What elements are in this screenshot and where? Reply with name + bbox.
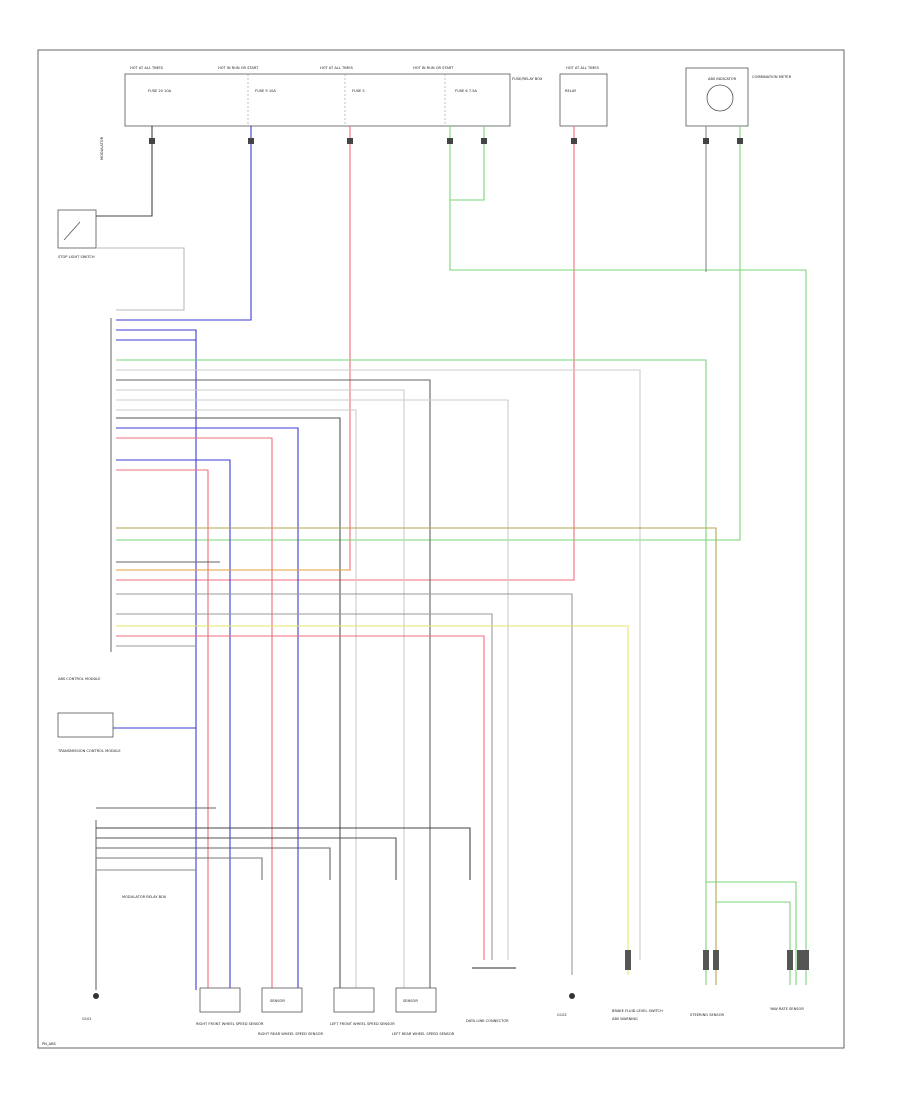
wire-row-gray2 [116,593,573,975]
label-steering-sensor: STEERING SENSOR [690,1013,725,1017]
wire-row-gray3 [116,613,493,960]
label-hot-all-times-2: HOT AT ALL TIMES [320,66,354,70]
wire-relay-2 [96,827,471,880]
wire-row-red4 [116,635,485,960]
sensor-right-rear [261,987,303,1013]
wire-row-blue3 [116,427,299,990]
wire-green-fuse6 [449,126,807,985]
label-fuse-box: FUSE/RELAY BOX [512,77,543,81]
diagram-frame [37,49,845,1049]
label-relay-box: MODULATOR RELAY BOX [122,895,167,899]
wire-green-link2 [716,901,791,985]
label-stop-light-switch: STOP LIGHT SWITCH [58,255,95,259]
wire-harness [95,126,807,990]
label-g101: G101 [82,1017,92,1021]
wire-red-relay [116,126,575,581]
wire-relay-4 [96,847,331,880]
wire-row-7 [116,417,341,990]
wire-gray-fuse20 [96,126,153,217]
wire-row-5 [116,399,509,960]
wire-relay-3 [96,837,397,880]
label-abs-warning: ABS WARNING [612,1017,638,1021]
label-fuse-5: FUSE 5 [352,89,365,93]
label-left-rear-sensor: LEFT REAR WHEEL SPEED SENSOR [392,1032,455,1036]
ground-g102 [569,993,575,999]
tcm-box [57,712,114,738]
label-hot-run-start-1: HOT IN RUN OR START [218,66,259,70]
connector-pins [149,138,743,144]
label-brake-fluid-switch: BRAKE FLUID LEVEL SWITCH [612,1009,663,1013]
sensor-plugs [625,950,809,970]
label-sensor-box-1: SENSOR [270,999,285,1003]
wire-blue-fuse9 [116,126,252,321]
stop-light-switch-box [57,209,97,249]
wire-row-red3 [116,469,209,990]
wire-row-2 [116,369,641,960]
label-sensor-box-2: SENSOR [403,999,418,1003]
label-hot-all-times-1: HOT AT ALL TIMES [130,66,164,70]
sensor-right-front [199,987,241,1013]
label-yaw-rate-sensor: YAW RATE SENSOR [770,1007,804,1011]
wire-green-fuse6b [450,126,485,201]
wire-row-6 [116,409,357,990]
switch-lever [63,221,81,241]
fuse-relay-box [124,73,511,127]
wire-row-3 [116,379,431,990]
abs-indicator-lamp [706,84,734,112]
label-abs-control-module: ABS CONTROL MODULE [58,677,101,681]
sensor-left-rear [395,987,437,1013]
label-fuse-6: FUSE 6 7.5A [455,89,478,93]
label-relay: RELAY [565,89,577,93]
wire-relay-5 [96,857,263,880]
relay-box [559,73,608,127]
label-right-rear-sensor: RIGHT REAR WHEEL SPEED SENSOR [258,1032,323,1036]
wire-row-1 [116,329,197,990]
wire-row-red2 [116,437,273,990]
wire-row-4 [116,389,405,990]
wire-row-green [116,359,707,985]
label-tcm: TRANSMISSION CONTROL MODULE [57,749,121,753]
label-data-link-connector: DATA LINK CONNECTOR [466,1019,509,1023]
label-fuse-20a: FUSE 20 10A [148,89,172,93]
wire-red-fuse5 [116,126,351,571]
footer-code: PN_ABS [42,1042,57,1046]
wire-green-link1 [706,881,797,985]
label-fuse-9: FUSE 9 10A [255,89,276,93]
label-right-front-sensor: RIGHT FRONT WHEEL SPEED SENSOR [196,1022,264,1026]
wire-row-olive [116,527,717,985]
label-hot-run-start-2: HOT IN RUN OR START [413,66,454,70]
wire-row-blue4 [116,459,231,990]
label-g102: G102 [557,1013,567,1017]
label-hot-all-times-3: HOT AT ALL TIMES [566,66,600,70]
ground-g101 [93,993,99,999]
label-abs-indicator: ABS INDICATOR [708,77,737,81]
sensor-group: SENSOR SENSOR [199,987,437,1013]
sensor-left-front [333,987,375,1013]
label-modulator: MODULATOR [100,136,104,160]
wire-meter-green [116,126,741,541]
wire-gray-switch [96,247,185,311]
combination-meter-box [685,67,749,127]
wire-row-yellow [116,625,629,975]
label-left-front-sensor: LEFT FRONT WHEEL SPEED SENSOR [330,1022,395,1026]
label-combination-meter: COMBINATION METER [752,75,792,79]
